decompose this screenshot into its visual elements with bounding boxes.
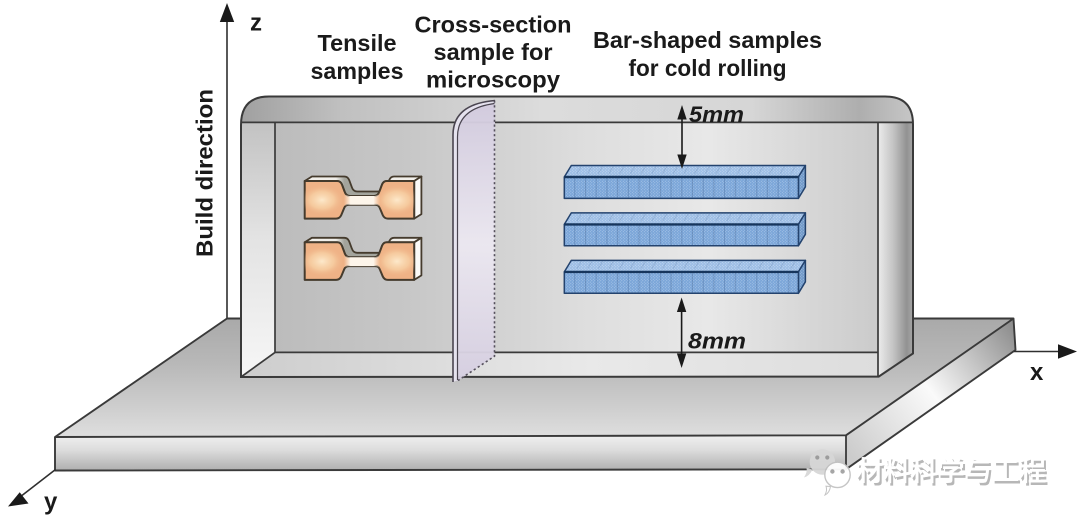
svg-text:Tensile: Tensile [318, 30, 397, 56]
svg-text:microscopy: microscopy [426, 67, 560, 93]
svg-text:8mm: 8mm [688, 328, 746, 353]
svg-text:材料科学与工程: 材料科学与工程 [856, 456, 1046, 487]
svg-text:for cold rolling: for cold rolling [629, 55, 787, 81]
svg-text:sample for: sample for [434, 39, 553, 65]
svg-text:5mm: 5mm [689, 102, 744, 127]
svg-text:z: z [250, 10, 262, 37]
svg-text:Build direction: Build direction [192, 89, 218, 257]
svg-text:Bar-shaped samples: Bar-shaped samples [593, 27, 822, 53]
svg-text:材料科学与工程: 材料科学与工程 [858, 458, 1048, 489]
svg-text:x: x [1030, 359, 1044, 386]
svg-text:Cross-section: Cross-section [415, 12, 572, 38]
svg-text:samples: samples [311, 58, 404, 84]
svg-text:y: y [44, 489, 58, 516]
